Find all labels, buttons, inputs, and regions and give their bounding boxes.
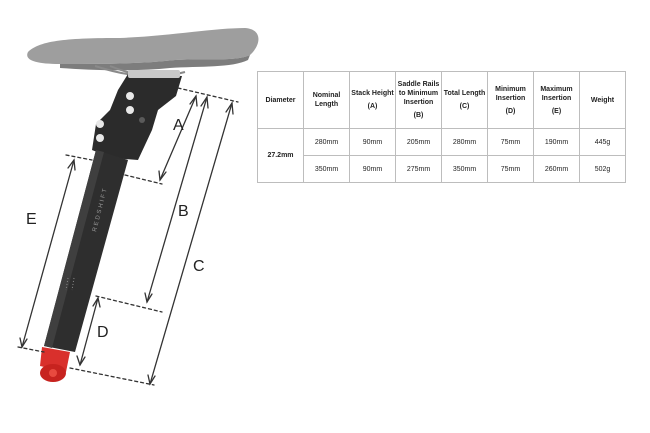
header-stack-height: Stack Height(A) [349,71,396,129]
red-end-bolt [40,347,70,382]
table-cell: 75mm [487,155,534,183]
table-cell: 75mm [487,128,534,156]
dimension-a-line [124,87,239,185]
dimension-d-line [76,296,101,367]
dimension-e-label: E [26,211,37,228]
dimension-c-line [69,101,234,386]
header-nominal-length: Nominal Length [303,71,350,129]
spec-table-header-row: Diameter Nominal Length Stack Height(A) … [257,71,626,129]
dimension-b-line [95,95,209,313]
table-cell: 205mm [395,128,442,156]
table-cell: 275mm [395,155,442,183]
table-cell: 260mm [533,155,580,183]
header-weight: Weight [579,71,626,129]
header-diameter: Diameter [257,71,304,129]
header-saddle-rails-min-insertion: Saddle Rails to Minimum Insertion(B) [395,71,442,129]
dimension-c-label: C [193,258,205,275]
table-cell: 350mm [441,155,488,183]
header-maximum-insertion: Maximum Insertion(E) [533,71,580,129]
seatpost-tube: REDSHIFT [44,150,128,352]
header-total-length: Total Length(C) [441,71,488,129]
table-cell: 502g [579,155,626,183]
header-minimum-insertion: Minimum Insertion(D) [487,71,534,129]
table-row: 27.2mm 280mm 90mm 205mm 280mm 75mm 190mm… [257,128,626,183]
cell-diameter: 27.2mm [257,128,304,183]
spec-table: Diameter Nominal Length Stack Height(A) … [257,71,626,183]
dimension-d-label: D [97,324,109,341]
saddle [27,28,259,78]
dimension-e-line [17,154,93,353]
table-cell: 445g [579,128,626,156]
table-cell: 280mm [441,128,488,156]
table-cell: 350mm [303,155,350,183]
seatpost-clamp-head [92,70,182,160]
table-row: 350mm 90mm 275mm 350mm 75mm 260mm 502g [258,155,626,183]
table-cell: 90mm [349,155,396,183]
table-cell: 90mm [349,128,396,156]
table-cell: 190mm [533,128,580,156]
dimension-b-label: B [178,203,189,220]
table-cell: 280mm [303,128,350,156]
dimension-a-label: A [173,117,184,134]
